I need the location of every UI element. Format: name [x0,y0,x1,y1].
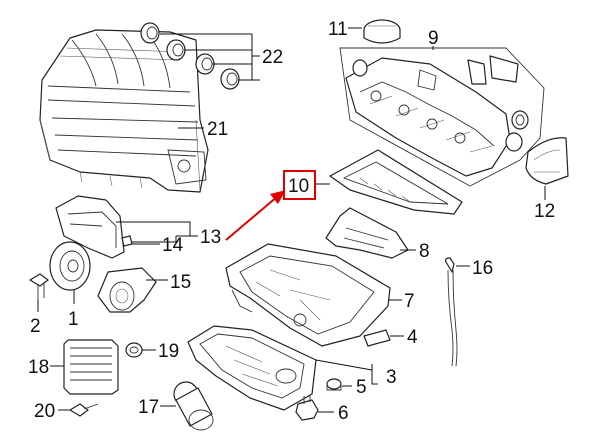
callout-3: 3 [386,367,397,388]
drain-plug[interactable] [295,396,319,421]
callout-10: 10 [288,176,309,197]
callout-20: 20 [34,401,55,422]
callout-22: 22 [262,47,283,68]
upper-oil-pan[interactable] [225,243,391,347]
callout-21: 21 [207,119,228,140]
oil-filler-cap[interactable] [363,19,401,44]
oil-pump[interactable] [97,267,157,313]
callout-18: 18 [28,357,49,378]
oil-sensor[interactable] [363,329,391,347]
callout-6: 6 [338,403,349,424]
lower-oil-pan[interactable] [187,325,317,411]
intake-manifold[interactable] [39,29,209,193]
oil-cooler[interactable] [63,339,119,395]
cooler-seal[interactable] [125,342,143,358]
callout-4: 4 [407,327,418,348]
callout-8: 8 [419,241,430,262]
highlight-arrowhead [270,190,286,204]
leader-lines [37,27,546,413]
highlight-box [283,170,316,200]
cooler-bolt[interactable] [69,403,99,417]
dipstick-tube[interactable] [444,257,458,367]
oil-baffle[interactable] [325,207,409,259]
callout-17: 17 [138,397,159,418]
valve-cover-assembly[interactable] [339,47,545,187]
pulley-bolt[interactable] [29,273,49,300]
callout-11: 11 [328,19,348,40]
callout-14: 14 [162,235,184,256]
oil-filter[interactable] [173,381,214,431]
callout-13: 13 [200,227,221,248]
callout-2: 2 [30,316,41,337]
valve-cover-gasket[interactable] [329,149,463,215]
crank-pulley[interactable] [49,241,91,291]
case-seal[interactable] [121,235,133,247]
intake-seal-rings[interactable] [140,22,240,90]
highlight-arrow [225,195,279,241]
callout-12: 12 [534,201,555,222]
callout-5: 5 [356,377,367,398]
callout-15: 15 [170,272,191,293]
pan-bolt[interactable] [326,378,342,391]
callout-1: 1 [68,309,79,330]
callout-19: 19 [158,341,179,362]
timing-case[interactable] [55,195,125,259]
callout-16: 16 [472,258,493,279]
callout-9: 9 [428,28,439,49]
callout-7: 7 [404,291,415,312]
cover-shield[interactable] [525,137,569,185]
